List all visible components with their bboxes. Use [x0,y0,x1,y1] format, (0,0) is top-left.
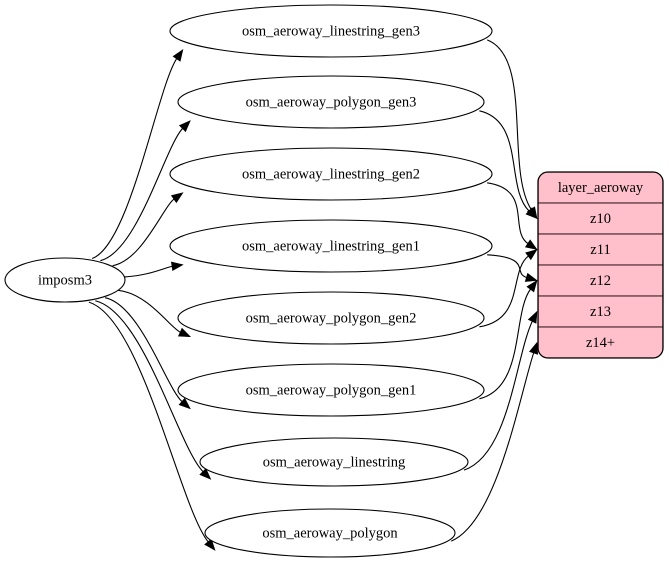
node-osm_aeroway_polygon[interactable]: osm_aeroway_polygon [204,508,456,558]
edge-arrowhead-osm_aeroway_linestring_gen2 [170,192,184,204]
table-row-z12-label: z12 [590,273,611,289]
edge-arrowhead-table-osm_aeroway_polygon [529,341,539,355]
node-osm_aeroway_polygon_gen1-shape[interactable] [177,363,485,417]
edge-arrowhead-table-osm_aeroway_linestring [527,310,538,324]
edge-imposm3-to-osm_aeroway_polygon [88,301,209,543]
edge-arrowhead-osm_aeroway_linestring_gen3 [172,49,184,62]
edge-arrowhead-osm_aeroway_polygon_gen1 [178,397,191,410]
edge-arrowhead-osm_aeroway_linestring_gen1 [171,261,184,272]
edge-imposm3-to-osm_aeroway_polygon_gen1 [104,297,183,403]
node-osm_aeroway_linestring_gen3-shape[interactable] [169,4,493,58]
node-osm_aeroway_polygon_gen1[interactable]: osm_aeroway_polygon_gen1 [177,363,485,417]
edge-imposm3-to-osm_aeroway_linestring_gen3 [91,58,178,260]
node-osm_aeroway_polygon_gen1-label: osm_aeroway_polygon_gen1 [246,382,417,398]
edge-arrowhead-table-osm_aeroway_polygon_gen3 [525,207,538,220]
edge-arrowhead-osm_aeroway_linestring [199,467,212,480]
table-row-z14+[interactable] [538,326,663,358]
table-header-cell-label: layer_aeroway [558,180,644,196]
node-osm_aeroway_linestring_gen1[interactable]: osm_aeroway_linestring_gen1 [169,219,493,273]
edge-imposm3-to-osm_aeroway_polygon_gen3 [100,127,184,262]
edge-osm_aeroway_linestring-to-table-row-4 [463,320,533,471]
edge-osm_aeroway_polygon_gen3-to-table-row-1 [479,110,530,212]
edge-arrowhead-table-osm_aeroway_linestring_gen1 [524,272,538,282]
edges-layer [88,39,539,551]
node-osm_aeroway_linestring_gen2-shape[interactable] [169,147,493,201]
node-osm_aeroway_linestring_gen2-label: osm_aeroway_linestring_gen2 [242,166,420,182]
node-osm_aeroway_linestring_gen1-shape[interactable] [169,219,493,273]
table-row-z10-label: z10 [590,211,611,227]
edge-osm_aeroway_linestring_gen2-to-table-row-2 [487,182,529,245]
node-osm_aeroway_polygon_gen2-shape[interactable] [177,291,485,345]
node-osm_aeroway_polygon_gen3-shape[interactable] [177,75,485,129]
layer-aeroway-table[interactable]: layer_aeroway z10 z11 z12 z13 z14+ [538,172,663,358]
edge-osm_aeroway_linestring_gen1-to-table-row-3 [487,254,528,279]
edge-imposm3-to-osm_aeroway_linestring_gen1 [123,265,173,278]
edge-arrowhead-osm_aeroway_polygon_gen2 [177,327,191,338]
node-osm_aeroway_polygon_gen2-label: osm_aeroway_polygon_gen2 [246,310,417,326]
edge-osm_aeroway_polygon_gen1-to-table-row-3 [479,288,532,400]
node-osm_aeroway_linestring_gen2[interactable]: osm_aeroway_linestring_gen2 [169,147,493,201]
table-row-z13-label: z13 [590,304,611,320]
node-osm_aeroway_polygon_gen3-label: osm_aeroway_polygon_gen3 [246,94,417,110]
node-osm_aeroway_linestring_gen3[interactable]: osm_aeroway_linestring_gen3 [169,4,493,58]
edge-imposm3-to-osm_aeroway_linestring_gen2 [112,198,175,267]
node-imposm3[interactable]: imposm3 [4,257,126,303]
edge-imposm3-to-osm_aeroway_linestring [95,300,204,473]
table-node-layer: layer_aeroway z10 z11 z12 z13 z14+ [537,171,664,359]
node-osm_aeroway_linestring_gen1-label: osm_aeroway_linestring_gen1 [242,238,420,254]
node-osm_aeroway_polygon_gen3[interactable]: osm_aeroway_polygon_gen3 [177,75,485,129]
table-row-z10[interactable] [538,202,663,235]
edge-osm_aeroway_linestring_gen3-to-table-row-1 [486,39,532,210]
table-row-z14+-label: z14+ [586,335,615,351]
edge-arrowhead-osm_aeroway_polygon [204,538,216,551]
node-osm_aeroway_linestring_gen3-label: osm_aeroway_linestring_gen3 [242,23,420,39]
layer-aeroway-table-outline [537,171,664,359]
node-osm_aeroway_polygon_gen2[interactable]: osm_aeroway_polygon_gen2 [177,291,485,345]
node-osm_aeroway_linestring[interactable]: osm_aeroway_linestring [199,437,469,487]
table-row-z11[interactable] [538,233,663,266]
edge-osm_aeroway_polygon-to-table-row-5 [451,352,535,542]
edge-arrowhead-table-osm_aeroway_polygon_gen2 [525,249,538,261]
node-imposm3-label: imposm3 [38,272,92,288]
edge-arrowhead-table-osm_aeroway_linestring_gen2 [524,239,538,250]
nodes-layer: imposm3 osm_aeroway_linestring_gen3 osm_ae… [4,4,493,558]
edge-osm_aeroway_polygon_gen2-to-table-row-2 [479,255,529,328]
node-imposm3-shape[interactable] [4,257,126,303]
table-row-z11-label: z11 [590,242,610,258]
edge-arrowhead-table-osm_aeroway_polygon_gen1 [526,279,538,293]
node-osm_aeroway_linestring-label: osm_aeroway_linestring [263,454,406,470]
node-osm_aeroway_linestring-shape[interactable] [199,437,469,487]
node-osm_aeroway_polygon-label: osm_aeroway_polygon [262,525,398,541]
table-row-z12[interactable] [538,264,663,297]
edge-arrowhead-osm_aeroway_polygon_gen3 [178,120,191,133]
edge-imposm3-to-osm_aeroway_polygon_gen2 [118,289,181,333]
node-osm_aeroway_polygon-shape[interactable] [204,508,456,558]
